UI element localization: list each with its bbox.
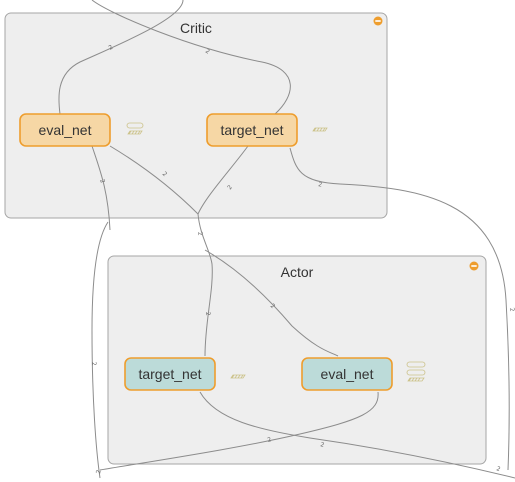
edge-label: 2 bbox=[98, 178, 106, 184]
group-critic[interactable]: Critic bbox=[4, 12, 388, 219]
node-critic-eval-net-box[interactable] bbox=[19, 113, 111, 147]
edge-label: 2 bbox=[204, 312, 211, 317]
edge-labels: 2 2 2 2 2 2 2 2 2 2 2 2 2 2 2 bbox=[90, 44, 515, 475]
aux-node-icon[interactable] bbox=[312, 127, 328, 132]
node-actor-eval-net-box[interactable] bbox=[301, 357, 393, 391]
edge[interactable] bbox=[204, 249, 339, 357]
edge-label: 2 bbox=[204, 48, 211, 56]
group-actor[interactable]: Actor bbox=[107, 255, 487, 465]
edge-label: 2 bbox=[495, 465, 501, 473]
edge-label: 2 bbox=[319, 441, 325, 449]
node-critic-target-net-label: target_net bbox=[220, 122, 283, 138]
edge-label: 2 bbox=[226, 184, 234, 192]
group-critic-box[interactable] bbox=[4, 12, 388, 219]
edge-label: 2 bbox=[196, 231, 204, 236]
edge[interactable] bbox=[58, 0, 184, 115]
edge[interactable] bbox=[199, 391, 515, 479]
edge[interactable] bbox=[197, 213, 213, 357]
group-actor-title: Actor bbox=[281, 264, 314, 280]
edge[interactable] bbox=[109, 145, 199, 215]
node-critic-eval-net-label: eval_net bbox=[39, 122, 92, 138]
node-actor-target-net[interactable]: target_net bbox=[124, 357, 216, 391]
edge[interactable] bbox=[289, 147, 510, 471]
aux-node-icon[interactable] bbox=[230, 374, 246, 379]
edge-label: 2 bbox=[508, 307, 515, 312]
node-actor-target-net-box[interactable] bbox=[124, 357, 216, 391]
group-critic-title: Critic bbox=[180, 20, 212, 36]
node-actor-target-net-label: target_net bbox=[138, 366, 201, 382]
aux-node-icon[interactable] bbox=[126, 122, 144, 135]
node-actor-eval-net[interactable]: eval_net bbox=[301, 357, 393, 391]
edge[interactable] bbox=[99, 391, 379, 471]
group-actor-box[interactable] bbox=[107, 255, 487, 465]
edge[interactable] bbox=[197, 145, 249, 215]
edge-label: 2 bbox=[90, 362, 97, 367]
edge-label: 2 bbox=[269, 302, 277, 310]
edge[interactable] bbox=[91, 145, 111, 231]
edge-label: 2 bbox=[161, 170, 169, 178]
collapse-icon[interactable] bbox=[373, 16, 383, 26]
edge-label: 2 bbox=[267, 436, 273, 444]
edge-label: 2 bbox=[108, 44, 115, 52]
aux-node-icon[interactable] bbox=[406, 361, 426, 382]
edge[interactable] bbox=[91, 0, 291, 115]
node-actor-eval-net-label: eval_net bbox=[321, 366, 374, 382]
node-critic-target-net[interactable]: target_net bbox=[206, 113, 298, 147]
edges bbox=[58, 0, 515, 479]
node-critic-target-net-box[interactable] bbox=[206, 113, 298, 147]
collapse-icon[interactable] bbox=[469, 261, 479, 271]
edge[interactable] bbox=[91, 221, 109, 479]
edge-label: 2 bbox=[318, 181, 323, 189]
edge-label: 2 bbox=[95, 469, 103, 474]
node-critic-eval-net[interactable]: eval_net bbox=[19, 113, 111, 147]
